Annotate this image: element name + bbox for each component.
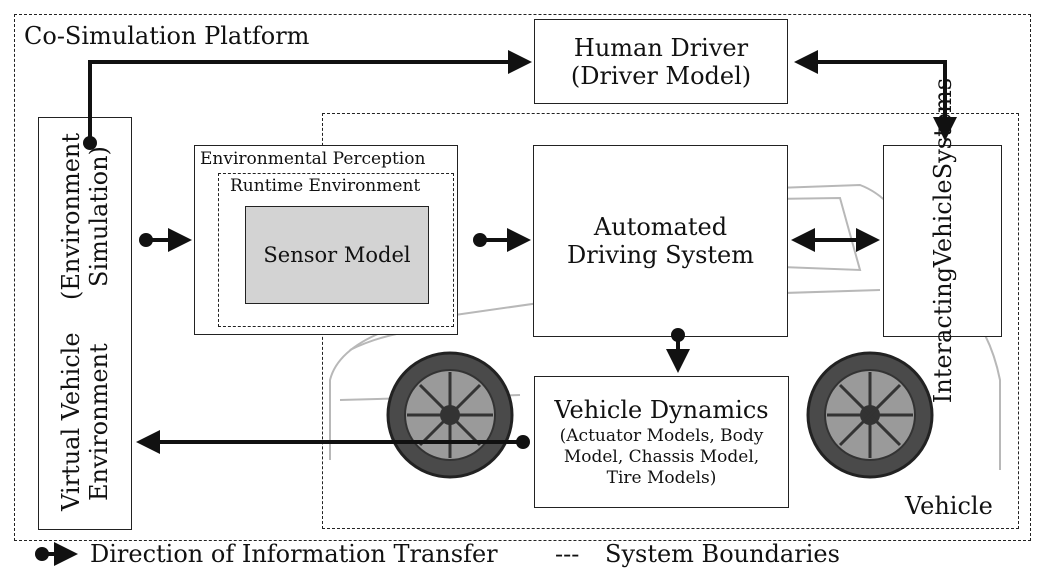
vehicle-dynamics-line3: Tire Models) [606,467,717,488]
sensor-model-box: Sensor Model [245,206,429,304]
legend-dot [35,547,49,561]
human-driver-title: Human Driver [573,33,749,62]
interacting-vehicle-systems-box: Interacting Vehicle Systems [883,78,1002,404]
vehicle-dynamics-line2: Model, Chassis Model, [563,446,760,467]
vehicle-dynamics-box: Vehicle Dynamics (Actuator Models, Body … [534,376,789,508]
virtual-environment-box: Virtual Vehicle Environment (Environment… [38,117,132,530]
legend-dash-text: System Boundaries [605,540,840,568]
legend-dash-symbol: --- [555,540,580,568]
vehicle-dynamics-title: Vehicle Dynamics [554,395,769,424]
ads-subtitle: Driving System [567,241,754,269]
arrow-origin-dot [83,136,97,150]
sensor-model-label: Sensor Model [263,243,411,267]
arrow-origin-dot [473,233,487,247]
rear-wheel-icon [806,351,934,479]
vehicle-label: Vehicle [905,492,993,520]
automated-driving-system-box: Automated Driving System [533,145,788,337]
platform-label: Co-Simulation Platform [24,22,310,50]
human-driver-box: Human Driver (Driver Model) [534,19,788,104]
arrow-driver-interacting [794,50,957,141]
ads-title: Automated [593,213,728,241]
environmental-perception-label: Environmental Perception [200,149,426,169]
co-simulation-boundary [14,14,1031,541]
human-driver-subtitle: (Driver Model) [570,61,752,90]
arrow-origin-dot [671,328,685,342]
arrow-origin-dot [139,233,153,247]
legend-arrow-text: Direction of Information Transfer [90,540,498,568]
vehicle-dynamics-line1: (Actuator Models, Body [559,425,764,446]
front-wheel-icon [386,351,514,479]
runtime-environment-label: Runtime Environment [230,176,421,196]
arrow-env-to-driver [88,50,532,140]
runtime-environment-boundary [218,173,454,327]
arrow-origin-dot [516,435,530,449]
